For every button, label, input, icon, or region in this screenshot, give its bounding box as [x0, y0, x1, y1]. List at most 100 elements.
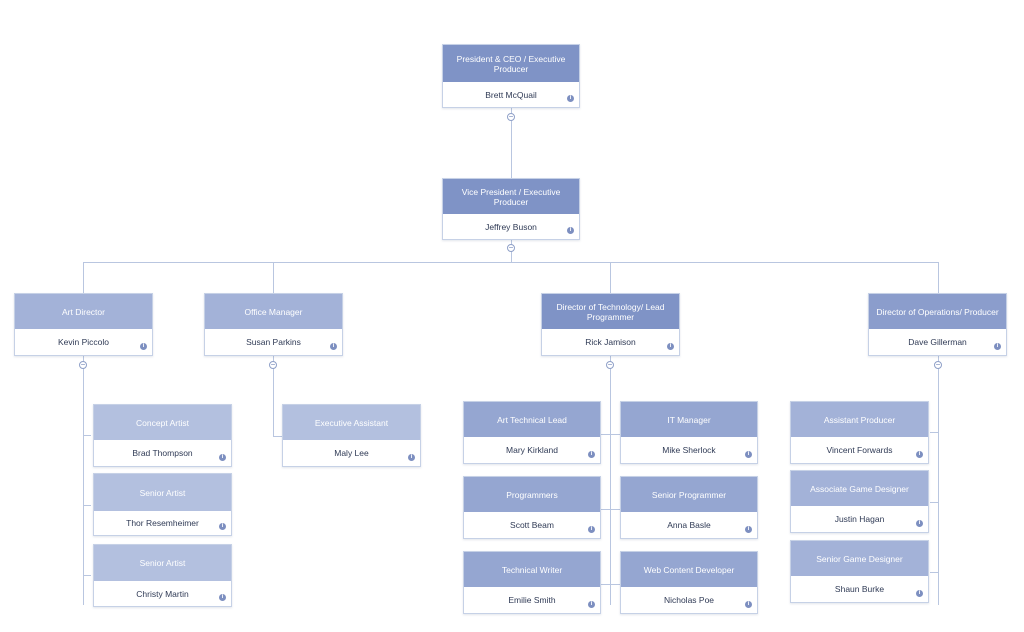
info-icon[interactable]: i [745, 601, 752, 608]
info-icon[interactable]: i [994, 343, 1001, 350]
connector-line [83, 262, 938, 263]
info-icon[interactable]: i [330, 343, 337, 350]
info-icon[interactable]: i [567, 227, 574, 234]
node-person-name: Christy Martin [136, 588, 189, 599]
connector-line [938, 262, 939, 293]
node-person-name: Anna Basle [667, 520, 711, 530]
node-title: Art Technical Lead [464, 402, 600, 437]
info-icon[interactable]: i [567, 95, 574, 102]
connector-line [273, 262, 274, 293]
connector-tick [930, 502, 938, 503]
node-person-name: Kevin Piccolo [57, 337, 110, 347]
info-icon[interactable]: i [667, 343, 674, 350]
connector-tick [930, 432, 938, 433]
connector-line [601, 509, 620, 510]
node-title: Office Manager [205, 294, 342, 329]
node-person-name: Maly Lee [334, 448, 369, 458]
collapse-toggle-icon[interactable]: − [507, 243, 515, 252]
connector-line [511, 108, 512, 178]
connector-line [601, 584, 620, 585]
node-title: Senior Artist [94, 545, 231, 581]
node-person-name: Brett McQuail [485, 89, 537, 100]
node-title: Executive Assistant [283, 405, 420, 440]
node-person-name: Mike Sherlock [662, 445, 716, 455]
node-title: Concept Artist [94, 405, 231, 440]
node-person-name: Emilie Smith [508, 595, 556, 605]
connector-tick [83, 575, 91, 576]
info-icon[interactable]: i [916, 451, 923, 458]
node-person-name: Susan Parkins [246, 337, 301, 347]
node-title: Vice President / Executive Producer [443, 179, 579, 214]
connector-tick [83, 435, 91, 436]
node-person-name: Scott Beam [510, 520, 554, 530]
connector-tick [83, 505, 91, 506]
info-icon[interactable]: i [745, 526, 752, 533]
info-icon[interactable]: i [588, 451, 595, 458]
node-title: President & CEO / Executive Producer [443, 45, 579, 82]
info-icon[interactable]: i [219, 594, 226, 601]
connector-line [610, 356, 611, 605]
node-title: Art Director [15, 294, 152, 329]
node-title: Director of Technology/ Lead Programmer [542, 294, 679, 329]
collapse-toggle-icon[interactable]: − [606, 360, 614, 369]
info-icon[interactable]: i [219, 454, 226, 461]
info-icon[interactable]: i [916, 520, 923, 527]
collapse-toggle-icon[interactable]: − [269, 360, 277, 369]
info-icon[interactable]: i [745, 451, 752, 458]
node-person-name: Rick Jamison [585, 337, 636, 347]
collapse-toggle-icon[interactable]: − [934, 360, 942, 369]
node-title: Technical Writer [464, 552, 600, 587]
connector-line [938, 356, 939, 605]
node-title: Senior Artist [94, 474, 231, 511]
node-title: Senior Game Designer [791, 541, 928, 576]
connector-line [273, 356, 274, 436]
info-icon[interactable]: i [140, 343, 147, 350]
node-title: Senior Programmer [621, 477, 757, 512]
node-title: Programmers [464, 477, 600, 512]
collapse-toggle-icon[interactable]: − [507, 112, 515, 121]
node-person-name: Brad Thompson [132, 448, 193, 458]
node-person-name: Shaun Burke [834, 584, 885, 594]
info-icon[interactable]: i [588, 526, 595, 533]
info-icon[interactable]: i [219, 523, 226, 530]
node-title: IT Manager [621, 402, 757, 437]
node-title: Assistant Producer [791, 402, 928, 437]
node-title: Director of Operations/ Producer [869, 294, 1006, 329]
node-person-name: Nicholas Poe [663, 595, 715, 605]
node-person-name: Thor Resemheimer [126, 518, 199, 528]
info-icon[interactable]: i [408, 454, 415, 461]
connector-tick [930, 572, 938, 573]
connector-line [83, 262, 84, 293]
info-icon[interactable]: i [588, 601, 595, 608]
node-title: Web Content Developer [621, 552, 757, 587]
node-person-name: Mary Kirkland [506, 445, 558, 455]
node-person-name: Jeffrey Buson [485, 221, 537, 232]
connector-line [273, 436, 282, 437]
connector-line [83, 356, 84, 605]
collapse-toggle-icon[interactable]: − [79, 360, 87, 369]
node-person-name: Dave Gillerman [908, 337, 967, 347]
info-icon[interactable]: i [916, 590, 923, 597]
node-person-name: Vincent Forwards [826, 445, 893, 455]
